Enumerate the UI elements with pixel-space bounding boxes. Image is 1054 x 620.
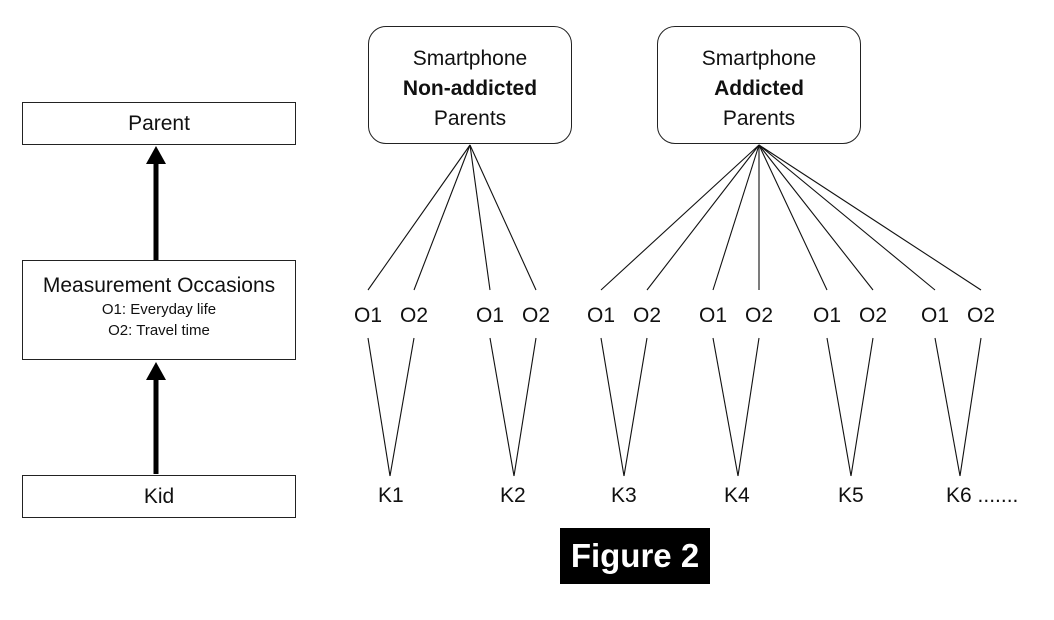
occasion-label-k6-o1: O1	[921, 304, 950, 327]
kid-label-k5: K5	[838, 484, 864, 507]
occasion-label-k4-o2: O2	[745, 304, 774, 327]
k4-o1-to-kid-line	[712, 337, 739, 477]
occasion-label-k3-o2: O2	[633, 304, 662, 327]
kid-box: Kid	[22, 475, 296, 518]
addicted-to-k3-o2-line	[646, 144, 760, 291]
kid-label-k3: K3	[611, 484, 637, 507]
non-addicted-line2: Non-addicted	[402, 77, 538, 100]
k6-o2-to-kid-line	[959, 337, 982, 477]
figure-caption: Figure 2	[560, 528, 710, 584]
figure-caption-text: Figure 2	[570, 537, 700, 574]
addicted-to-k5-o2-line	[758, 144, 874, 291]
measurement-occasions-box: Measurement Occasions O1: Everyday life …	[22, 260, 296, 360]
parent-label: Parent	[128, 112, 190, 135]
addicted-line1: Smartphone	[701, 47, 817, 70]
occasion-label-k2-o1: O1	[476, 304, 505, 327]
addicted-to-k4-o1-line	[712, 144, 760, 291]
non-addicted-to-k2-o2-line	[469, 144, 537, 291]
kid-label-k4: K4	[724, 484, 750, 507]
addicted-parents-box: Smartphone Addicted Parents	[657, 26, 861, 144]
occasion-label-k1-o1: O1	[354, 304, 383, 327]
arrow-kid-to-occasions	[146, 362, 166, 474]
fan-lines	[367, 144, 982, 477]
parent-box: Parent	[22, 102, 296, 145]
non-addicted-line3: Parents	[433, 107, 507, 130]
occasion-label-k6-o2: O2	[967, 304, 996, 327]
non-addicted-to-k1-o1-line	[367, 144, 471, 291]
k2-o2-to-kid-line	[513, 337, 537, 477]
k3-o1-to-kid-line	[600, 337, 625, 477]
kid-label-k1: K1	[378, 484, 404, 507]
kid-label: Kid	[143, 485, 175, 508]
occasion-o2-description: O2: Travel time	[108, 322, 210, 339]
occasion-label-k1-o2: O2	[400, 304, 429, 327]
arrow-occasions-to-parent	[146, 146, 166, 260]
non-addicted-to-k1-o2-line	[413, 144, 471, 291]
addicted-to-k5-o1-line	[758, 144, 828, 291]
non-addicted-parents-box: Smartphone Non-addicted Parents	[368, 26, 572, 144]
addicted-line3: Parents	[722, 107, 796, 130]
addicted-line2: Addicted	[714, 77, 804, 100]
k3-o2-to-kid-line	[623, 337, 648, 477]
occasion-label-k3-o1: O1	[587, 304, 616, 327]
addicted-to-k6-o2-line	[758, 144, 982, 291]
k1-o2-to-kid-line	[389, 337, 415, 477]
k6-o1-to-kid-line	[934, 337, 961, 477]
k5-o1-to-kid-line	[826, 337, 852, 477]
kid-label-k2: K2	[500, 484, 526, 507]
kid-label-k6: K6 .......	[946, 484, 1019, 507]
occasion-label-k4-o1: O1	[699, 304, 728, 327]
non-addicted-line1: Smartphone	[412, 47, 528, 70]
non-addicted-to-k2-o1-line	[469, 144, 491, 291]
addicted-to-k6-o1-line	[758, 144, 936, 291]
occasion-label-k2-o2: O2	[522, 304, 551, 327]
occasion-label-k5-o1: O1	[813, 304, 842, 327]
k5-o2-to-kid-line	[850, 337, 874, 477]
k1-o1-to-kid-line	[367, 337, 391, 477]
k4-o2-to-kid-line	[737, 337, 760, 477]
occasion-o1-description: O1: Everyday life	[101, 301, 217, 318]
addicted-to-k3-o1-line	[600, 144, 760, 291]
occasions-title: Measurement Occasions	[42, 274, 276, 297]
occasion-label-k5-o2: O2	[859, 304, 888, 327]
k2-o1-to-kid-line	[489, 337, 515, 477]
